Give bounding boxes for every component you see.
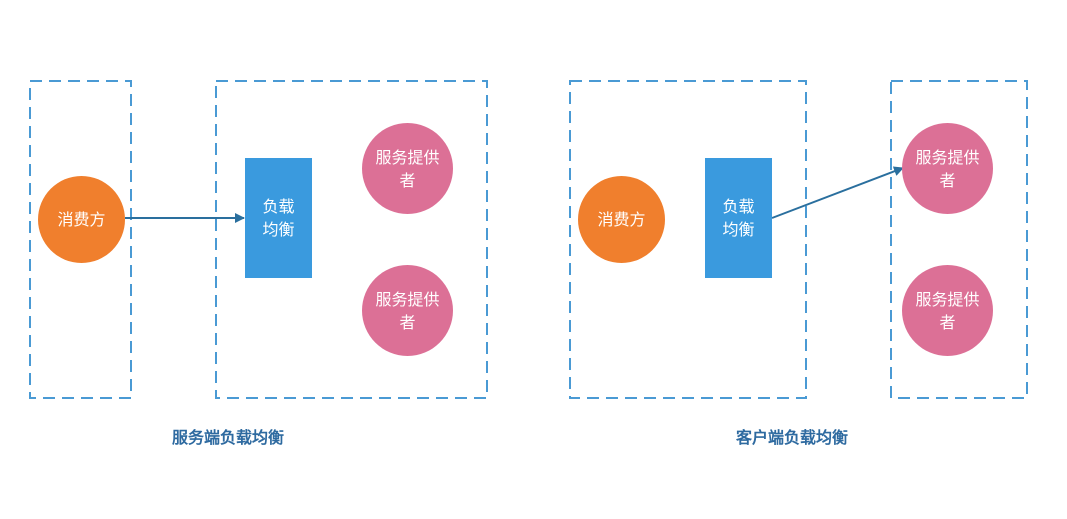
client-provider-node-1: 服务提供 者 [902, 123, 993, 214]
client-consumer-node: 消费方 [578, 176, 665, 263]
client-provider-zone [890, 80, 1028, 399]
server-provider-node-2: 服务提供 者 [362, 265, 453, 356]
client-provider-1-label: 服务提供 者 [915, 147, 980, 190]
client-arrow [771, 166, 904, 219]
client-provider-2-label: 服务提供 者 [915, 289, 980, 332]
client-load-balancer-node: 负载 均衡 [705, 158, 772, 278]
server-consumer-node: 消费方 [38, 176, 125, 263]
client-side-caption: 客户端负载均衡 [736, 428, 849, 447]
client-lb-label: 负载 均衡 [722, 197, 755, 239]
server-side-caption: 服务端负载均衡 [172, 428, 285, 447]
server-provider-1-label: 服务提供 者 [375, 147, 440, 190]
client-consumer-label: 消费方 [597, 210, 646, 229]
client-provider-node-2: 服务提供 者 [902, 265, 993, 356]
client-consumer-zone [569, 80, 807, 399]
server-provider-2-label: 服务提供 者 [375, 289, 440, 332]
server-provider-node-1: 服务提供 者 [362, 123, 453, 214]
server-provider-zone [215, 80, 488, 399]
server-lb-label: 负载 均衡 [262, 197, 295, 239]
server-load-balancer-node: 负载 均衡 [245, 158, 312, 278]
server-consumer-label: 消费方 [57, 210, 106, 229]
